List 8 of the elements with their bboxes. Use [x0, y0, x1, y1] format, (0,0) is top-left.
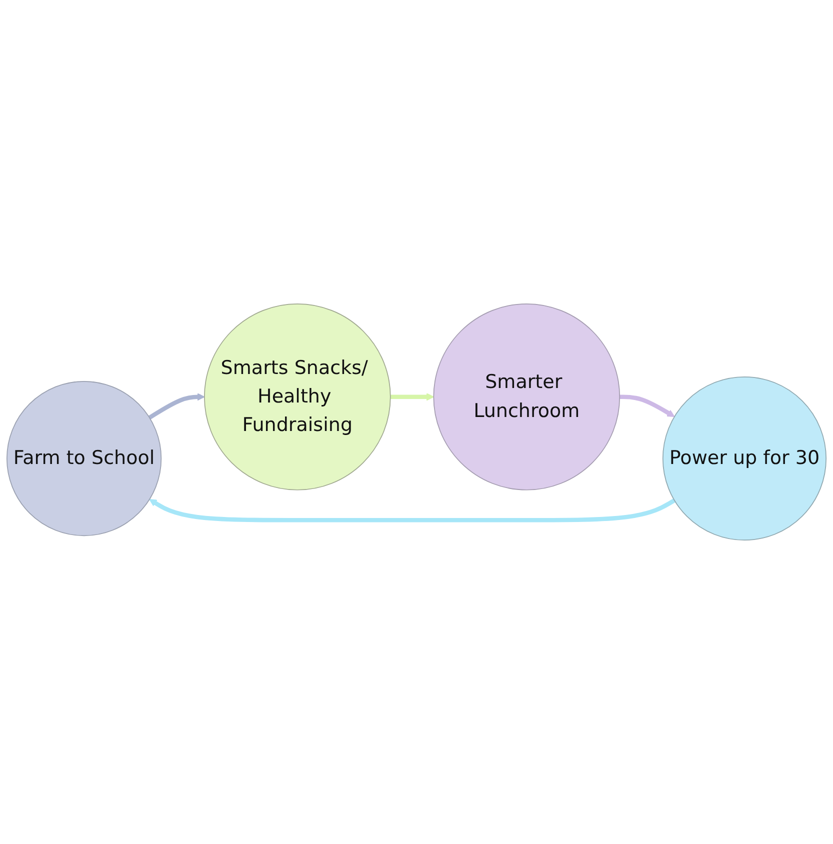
node-circle: Smarter Lunchroom	[433, 303, 620, 490]
arrow	[620, 394, 675, 418]
arrow	[149, 498, 676, 522]
node-circle: Smarts Snacks/ Healthy Fundraising	[204, 303, 391, 490]
node-circle: Power up for 30	[662, 376, 827, 541]
arrow	[148, 393, 205, 420]
arrow	[390, 393, 434, 401]
node-circle: Farm to School	[6, 380, 162, 536]
